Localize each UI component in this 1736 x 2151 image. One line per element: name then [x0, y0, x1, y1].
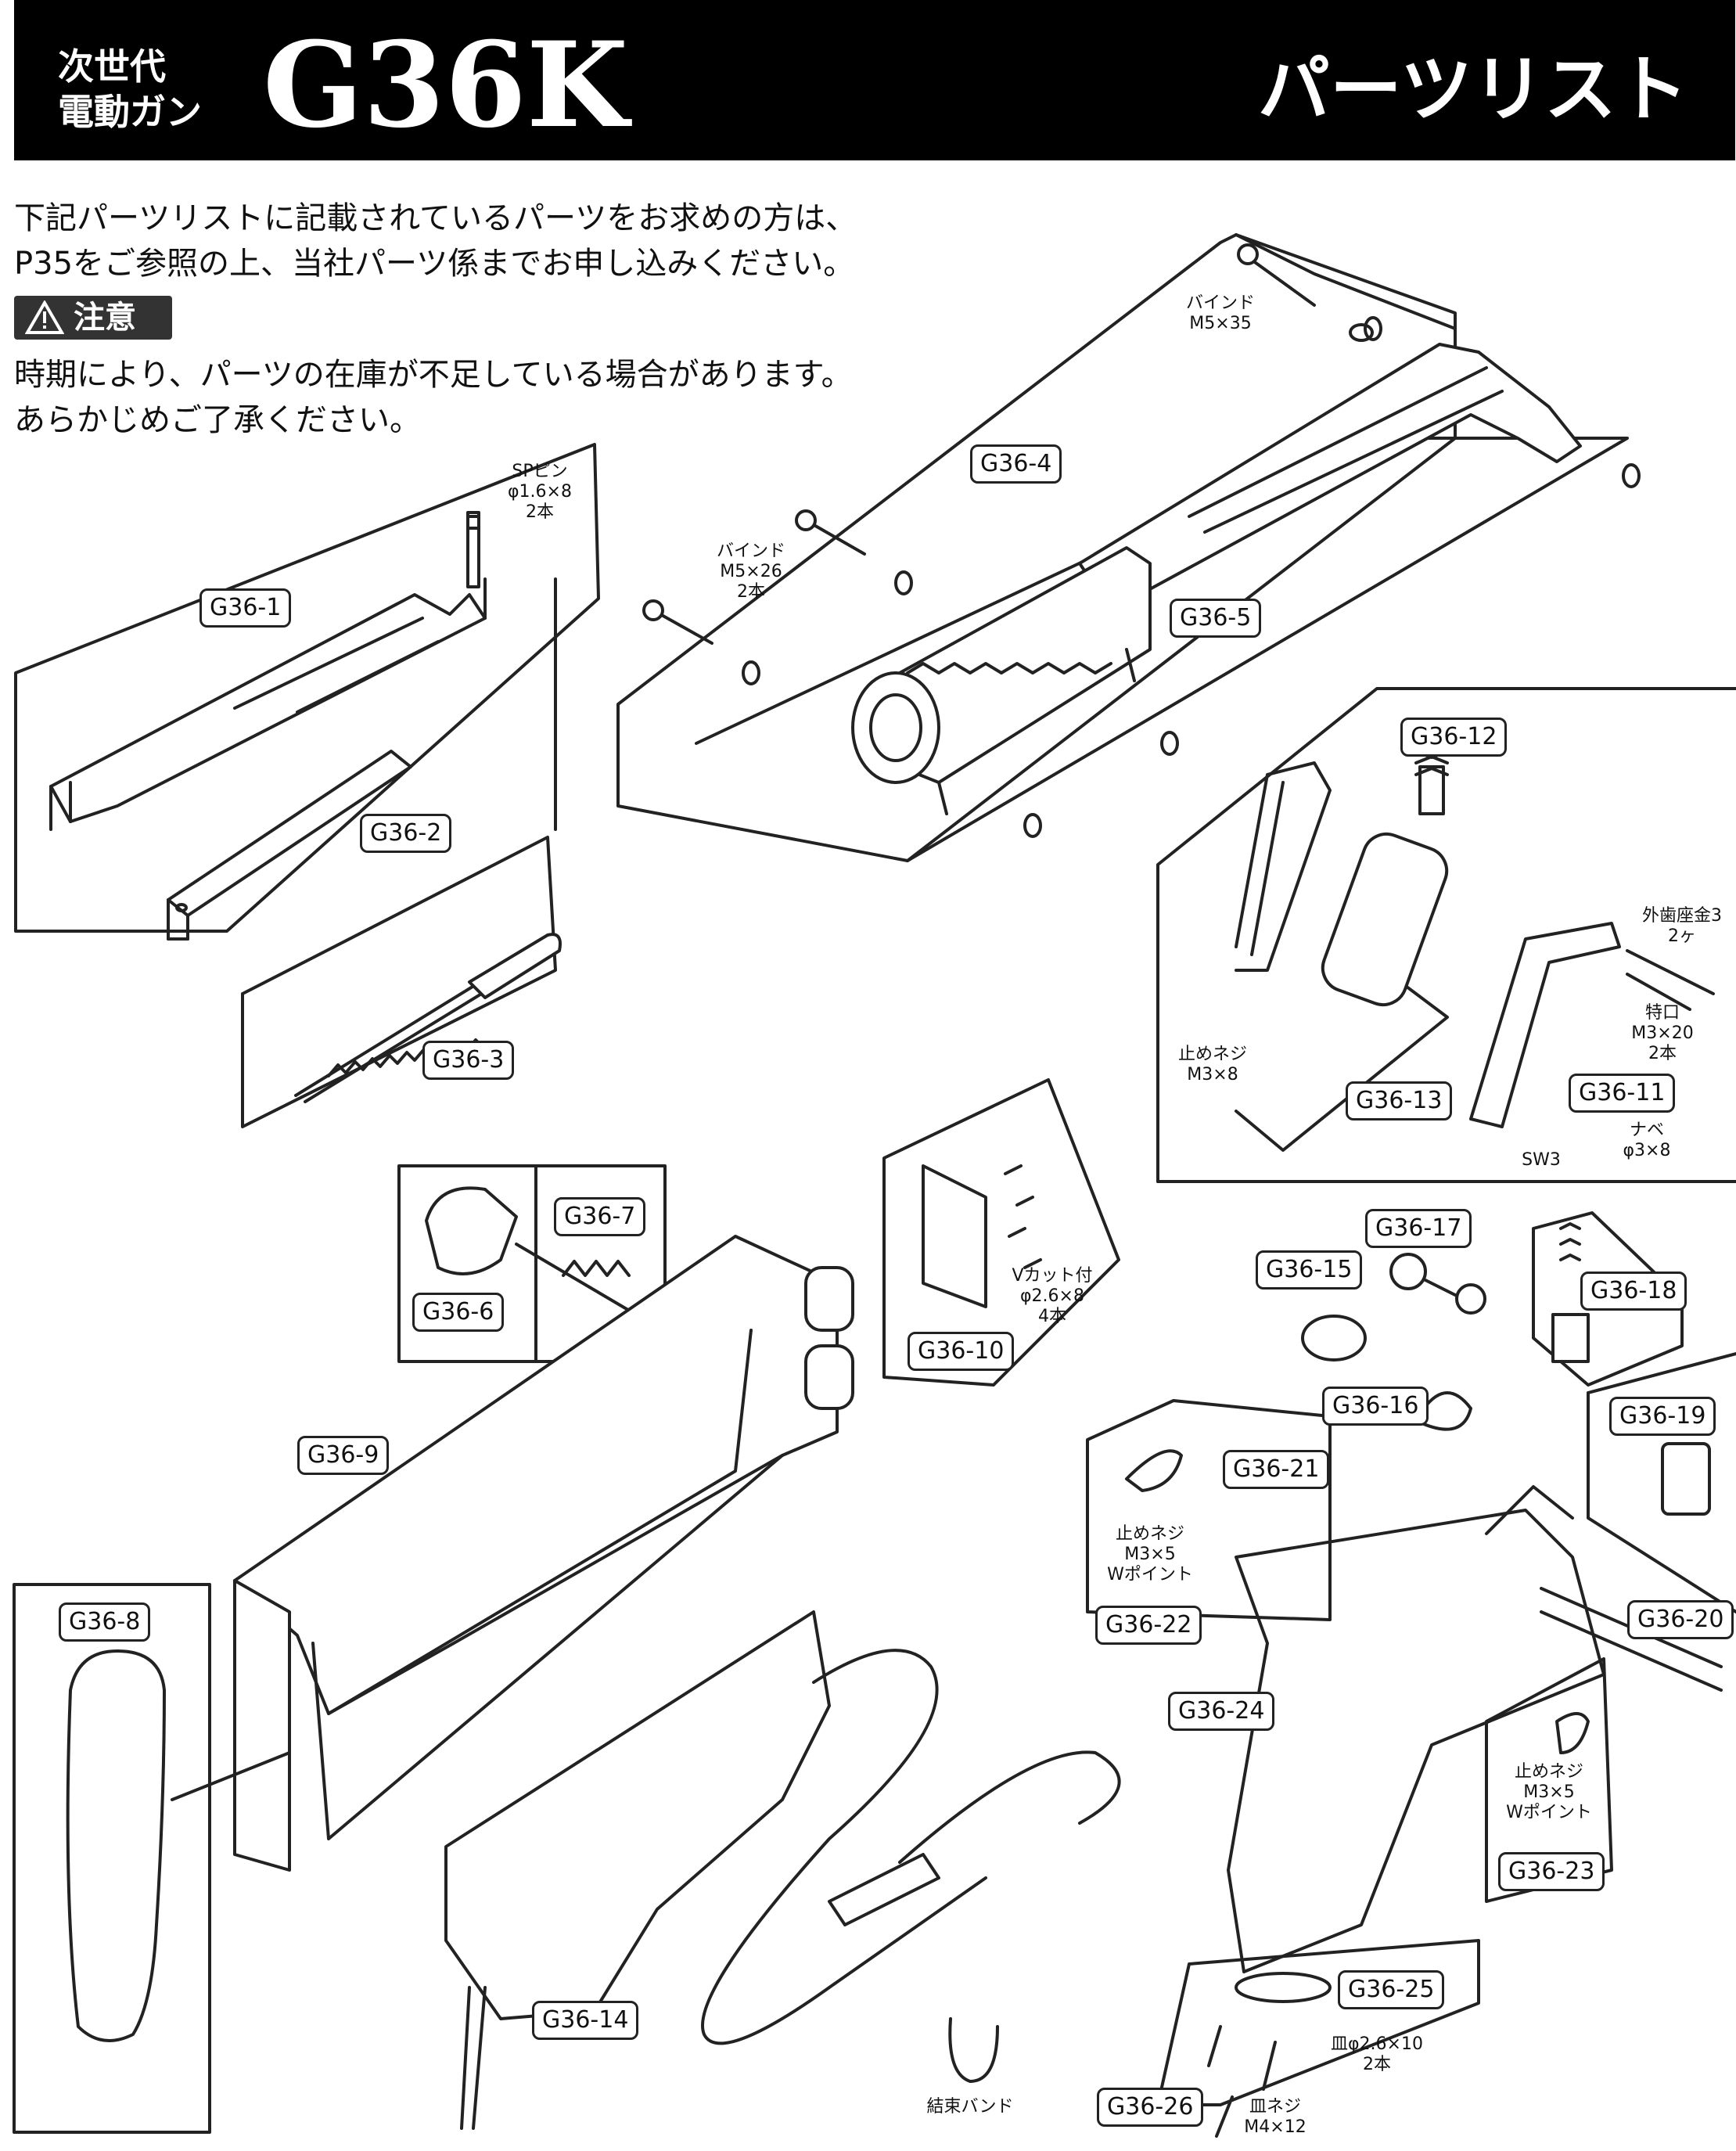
note-sp-pin: SPピン φ1.6×8 2本	[508, 462, 572, 522]
warning-icon	[25, 300, 64, 334]
tag-g36-3: G36-3	[422, 1041, 515, 1080]
intro-line-1: 下記パーツリストに記載されているパーツをお求めの方は、	[14, 200, 857, 236]
header-subtitle-line2: 電動ガン	[58, 91, 202, 133]
note-socket-m3x20: 特口 M3×20 2本	[1631, 1003, 1694, 1063]
note-set-screw-w1: 止めネジ M3×5 Wポイント	[1107, 1524, 1193, 1584]
tag-g36-20: G36-20	[1627, 1600, 1734, 1639]
caution-badge: 注意	[14, 296, 172, 340]
note-nabe: ナベ φ3×8	[1623, 1120, 1671, 1160]
header-subtitle: 次世代 電動ガン	[58, 44, 202, 135]
panel-outer-barrel	[14, 443, 600, 933]
note-vcut: Vカット付 φ2.6×8 4本	[1012, 1266, 1093, 1326]
part-g36-18-shape	[1532, 1211, 1684, 1387]
tag-g36-6: G36-6	[412, 1293, 505, 1332]
header-model: G36K	[263, 16, 629, 154]
note-bind-35: バインド M5×35	[1185, 293, 1255, 333]
part-g36-14-shape	[444, 1610, 1121, 2130]
part-g36-19-shape	[1587, 1352, 1736, 1613]
part-bracket-left	[1235, 761, 1332, 972]
part-g36-15-shape	[1301, 1315, 1367, 1361]
note-sw3: SW3	[1522, 1150, 1561, 1170]
tag-g36-25: G36-25	[1338, 1970, 1445, 2009]
header-bar: 次世代 電動ガン G36K パーツリスト	[14, 0, 1735, 160]
tag-g36-23: G36-23	[1498, 1852, 1605, 1891]
header-subtitle-line1: 次世代	[58, 45, 166, 88]
tag-g36-17: G36-17	[1365, 1209, 1472, 1248]
tag-g36-19: G36-19	[1609, 1397, 1716, 1436]
note-bind-26: バインド M5×26 2本	[716, 541, 785, 602]
note-band: 結束バンド	[926, 2097, 1014, 2117]
tag-g36-14: G36-14	[532, 2001, 639, 2040]
tag-g36-21: G36-21	[1223, 1450, 1330, 1489]
part-g36-5-shape	[742, 316, 1641, 838]
intro-text: 下記パーツリストに記載されているパーツをお求めの方は、 P35をご参照の上、当社…	[14, 196, 857, 286]
part-g36-10-shape	[922, 1164, 1042, 1308]
part-g36-4-shape	[1078, 323, 1582, 612]
note-set-screw-m3x8: 止めネジ M3×8	[1177, 1045, 1247, 1084]
tag-g36-26: G36-26	[1097, 2088, 1204, 2127]
part-g36-11-shape	[1469, 922, 1715, 1128]
screws-bind	[642, 243, 1316, 645]
tag-g36-7: G36-7	[554, 1197, 646, 1236]
caution-line-1: 時期により、パーツの在庫が不足している場合があります。	[14, 357, 853, 393]
tag-g36-18: G36-18	[1580, 1272, 1687, 1311]
tag-g36-8: G36-8	[59, 1602, 151, 1642]
tag-g36-1: G36-1	[199, 588, 292, 628]
caution-text: 時期により、パーツの在庫が不足している場合があります。 あらかじめご了承ください…	[14, 352, 853, 443]
tag-g36-22: G36-22	[1095, 1606, 1202, 1645]
part-g36-13-shape	[1321, 743, 1449, 1007]
tag-g36-10: G36-10	[908, 1332, 1015, 1371]
note-flat-screw: 皿ネジ M4×12	[1244, 2097, 1306, 2137]
tag-g36-4: G36-4	[970, 444, 1062, 484]
note-outer-washer: 外歯座金3 2ヶ	[1642, 906, 1722, 946]
part-g36-24-shape	[1227, 1485, 1723, 1973]
part-g36-16-shape	[1422, 1391, 1472, 1431]
tag-g36-16: G36-16	[1322, 1387, 1429, 1426]
intro-line-2: P35をご参照の上、当社パーツ係までお申し込みください。	[14, 246, 855, 282]
note-set-screw-w2: 止めネジ M3×5 Wポイント	[1506, 1762, 1592, 1822]
tag-g36-11: G36-11	[1569, 1074, 1676, 1113]
part-g36-21-shape	[1086, 1399, 1332, 1621]
tag-g36-12: G36-12	[1400, 718, 1508, 757]
tag-g36-9: G36-9	[297, 1436, 390, 1475]
note-pan-head: 皿φ2.6×10 2本	[1331, 2034, 1423, 2074]
part-band-shape	[948, 2017, 999, 2083]
part-g36-6-shape	[425, 1186, 518, 1275]
caution-line-2: あらかじめご了承ください。	[14, 402, 421, 438]
part-g36-8-shape	[66, 1649, 291, 2042]
panel-g36-3-box	[241, 836, 557, 1128]
tag-g36-13: G36-13	[1346, 1081, 1453, 1120]
part-g36-1-shape	[49, 511, 487, 831]
part-g36-9-shape	[233, 1235, 854, 1872]
tag-g36-24: G36-24	[1168, 1692, 1275, 1731]
tag-g36-5: G36-5	[1170, 599, 1262, 638]
panel-g36-8	[13, 1583, 211, 2134]
part-g36-23-shape	[1485, 1657, 1613, 1903]
panel-g36-25-26	[1156, 1939, 1480, 2106]
panel-g36-10	[882, 1078, 1120, 1387]
part-g36-2-shape	[167, 750, 412, 941]
tag-g36-15: G36-15	[1256, 1250, 1363, 1290]
caution-label: 注意	[74, 300, 136, 336]
tag-g36-2: G36-2	[360, 814, 452, 853]
header-title: パーツリスト	[1257, 48, 1688, 131]
part-g36-17-shape	[1389, 1253, 1486, 1315]
panel-g36-6-7	[397, 1164, 667, 1363]
